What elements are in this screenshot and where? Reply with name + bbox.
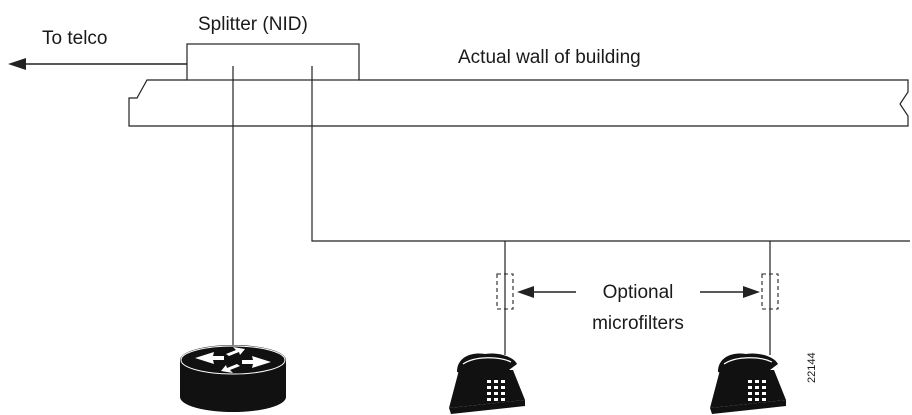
wall-label: Actual wall of building bbox=[458, 47, 641, 68]
building-wall bbox=[128, 79, 909, 127]
router-icon bbox=[180, 345, 286, 412]
splitter-label: Splitter (NID) bbox=[198, 14, 308, 35]
microfilter-1 bbox=[496, 273, 514, 310]
microfilters-label: microfilters bbox=[592, 313, 684, 334]
to-telco-arrow bbox=[8, 58, 187, 70]
phone-line bbox=[311, 66, 910, 242]
to-telco-label: To telco bbox=[42, 28, 108, 49]
microfilter-arrow-right bbox=[700, 286, 760, 298]
figure-id: 22144 bbox=[806, 352, 818, 383]
telephone-icon bbox=[449, 353, 525, 414]
optional-label: Optional bbox=[602, 282, 674, 303]
splitter-box bbox=[186, 43, 360, 81]
microfilter-2 bbox=[761, 273, 779, 310]
microfilter-arrow-left bbox=[517, 286, 576, 298]
wiring-lines bbox=[232, 66, 910, 355]
telephone-icon bbox=[710, 353, 786, 414]
